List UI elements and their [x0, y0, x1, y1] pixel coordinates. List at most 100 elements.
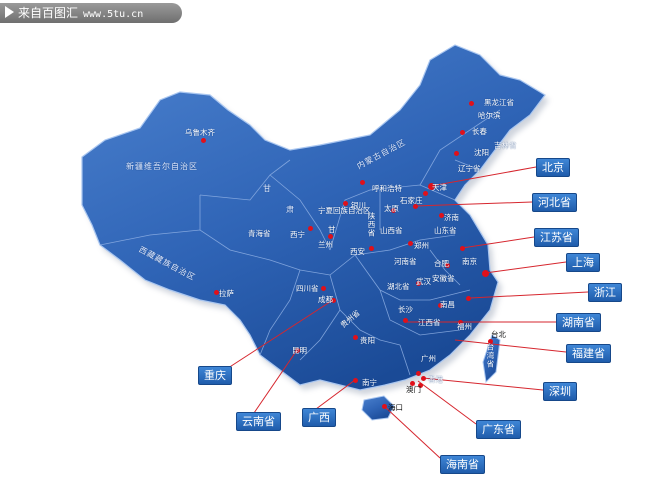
label-shenyang: 沈阳 [474, 148, 489, 157]
marker-changchun [460, 130, 465, 135]
marker-chongqing [331, 298, 336, 303]
label-ningxia: 宁夏回族自治区 [318, 206, 371, 215]
marker-haikou [382, 404, 387, 409]
label-shaanxi: 陕西省 [367, 212, 376, 238]
marker-xining [308, 226, 313, 231]
marker-taiyuan [391, 208, 396, 213]
label-gan-short: 甘 [328, 225, 336, 234]
callout-guangdong: 广东省 [476, 420, 521, 439]
play-icon [5, 6, 14, 18]
label-nanning: 南宁 [362, 378, 377, 387]
mainland [81, 44, 546, 391]
marker-taipei [488, 339, 493, 344]
callout-shanghai: 上海 [566, 253, 600, 272]
marker-urumqi [201, 138, 206, 143]
label-taiyuan: 太原 [384, 204, 399, 213]
label-yinchuan: 银川 [351, 201, 366, 210]
label-henan: 河南省 [394, 257, 417, 266]
label-chengdu: 成都 [318, 295, 333, 304]
callout-yunnan: 云南省 [236, 412, 281, 431]
marker-fuzhou [458, 320, 463, 325]
label-xian: 西安 [350, 247, 365, 256]
callout-hunan: 湖南省 [556, 313, 601, 332]
marker-yinchuan [343, 201, 348, 206]
callout-chongqing: 重庆 [198, 366, 232, 385]
label-xinjiang: 新疆维吾尔自治区 [126, 162, 198, 171]
marker-zhengzhou [408, 241, 413, 246]
label-hohhot: 呼和浩特 [372, 184, 402, 193]
callout-guangxi: 广西 [302, 408, 336, 427]
label-sichuan: 四川省 [296, 284, 319, 293]
marker-hefei [445, 263, 450, 268]
label-changsha: 长沙 [398, 305, 413, 314]
label-gansu-a: 甘 [263, 184, 272, 193]
label-anhui: 安徽省 [432, 274, 455, 283]
label-guangzhou: 广州 [421, 354, 436, 363]
marker-shenyang [454, 151, 459, 156]
label-lanzhou: 兰州 [318, 240, 333, 249]
label-hubei: 湖北省 [387, 282, 410, 291]
hainan-island [361, 395, 395, 421]
label-zhengzhou: 郑州 [414, 241, 429, 250]
marker-shanghai [482, 270, 489, 277]
marker-nanjing [460, 246, 465, 251]
callout-zhejiang: 浙江 [588, 283, 622, 302]
province-borders [99, 109, 501, 376]
label-xining: 西宁 [290, 230, 305, 239]
label-kunming: 昆明 [292, 346, 307, 355]
marker-kunming [295, 348, 300, 353]
label-taiwan: 台湾省 [486, 343, 495, 369]
taiwan-island [482, 334, 501, 384]
label-nanjing: 南京 [462, 257, 477, 266]
marker-macau [410, 381, 415, 386]
marker-jinan [439, 213, 444, 218]
label-hongkong: 香港 [428, 375, 443, 384]
label-jiangxi: 江西省 [418, 318, 441, 327]
marker-shenzhen [421, 376, 426, 381]
label-taipei: 台北 [491, 330, 506, 339]
callout-fujian: 福建省 [566, 344, 611, 363]
label-harbin: 哈尔滨 [478, 111, 501, 120]
callout-beijing: 北京 [536, 158, 570, 177]
marker-lanzhou [328, 234, 333, 239]
marker-guangzhou [416, 371, 421, 376]
marker-changsha [403, 318, 408, 323]
watermark-site: 来自百图汇 [18, 6, 79, 20]
marker-hongkong [418, 383, 423, 388]
marker-hangzhou [466, 296, 471, 301]
marker-tianjin [423, 191, 428, 196]
marker-chengdu [321, 286, 326, 291]
label-qinghai: 青海省 [248, 229, 271, 238]
label-jinan: 济南 [444, 213, 459, 222]
label-nanchang: 南昌 [440, 300, 455, 309]
label-hefei: 合肥 [434, 259, 449, 268]
callout-jiangsu: 江苏省 [534, 228, 579, 247]
label-shandong: 山东省 [434, 226, 457, 235]
callout-shenzhen: 深圳 [543, 382, 577, 401]
callout-hainan: 海南省 [440, 455, 485, 474]
label-macau: 澳门 [406, 385, 421, 394]
marker-nanning [353, 378, 358, 383]
label-heilongjiang: 黑龙江省 [484, 98, 514, 107]
label-changchun: 长春 [472, 127, 487, 136]
marker-hohhot [360, 180, 365, 185]
label-haikou: 海口 [388, 403, 403, 412]
label-liaoning: 辽宁省 [458, 164, 481, 173]
marker-xian [369, 246, 374, 251]
marker-beijing [428, 183, 435, 190]
watermark-banner: 来自百图汇 www.5tu.cn [0, 3, 182, 23]
marker-harbin [469, 101, 474, 106]
marker-shijiazhuang [413, 204, 418, 209]
marker-nanchang [438, 303, 443, 308]
callout-hebei: 河北省 [532, 193, 577, 212]
label-urumqi: 乌鲁木齐 [185, 128, 215, 137]
label-lhasa: 拉萨 [219, 289, 234, 298]
marker-wuhan [416, 281, 421, 286]
leader-lines [224, 166, 589, 459]
label-jilin: 吉林省 [494, 141, 517, 150]
label-gansu-b: 肃 [286, 205, 295, 214]
watermark-url: www.5tu.cn [83, 9, 144, 20]
marker-lhasa [214, 290, 219, 295]
